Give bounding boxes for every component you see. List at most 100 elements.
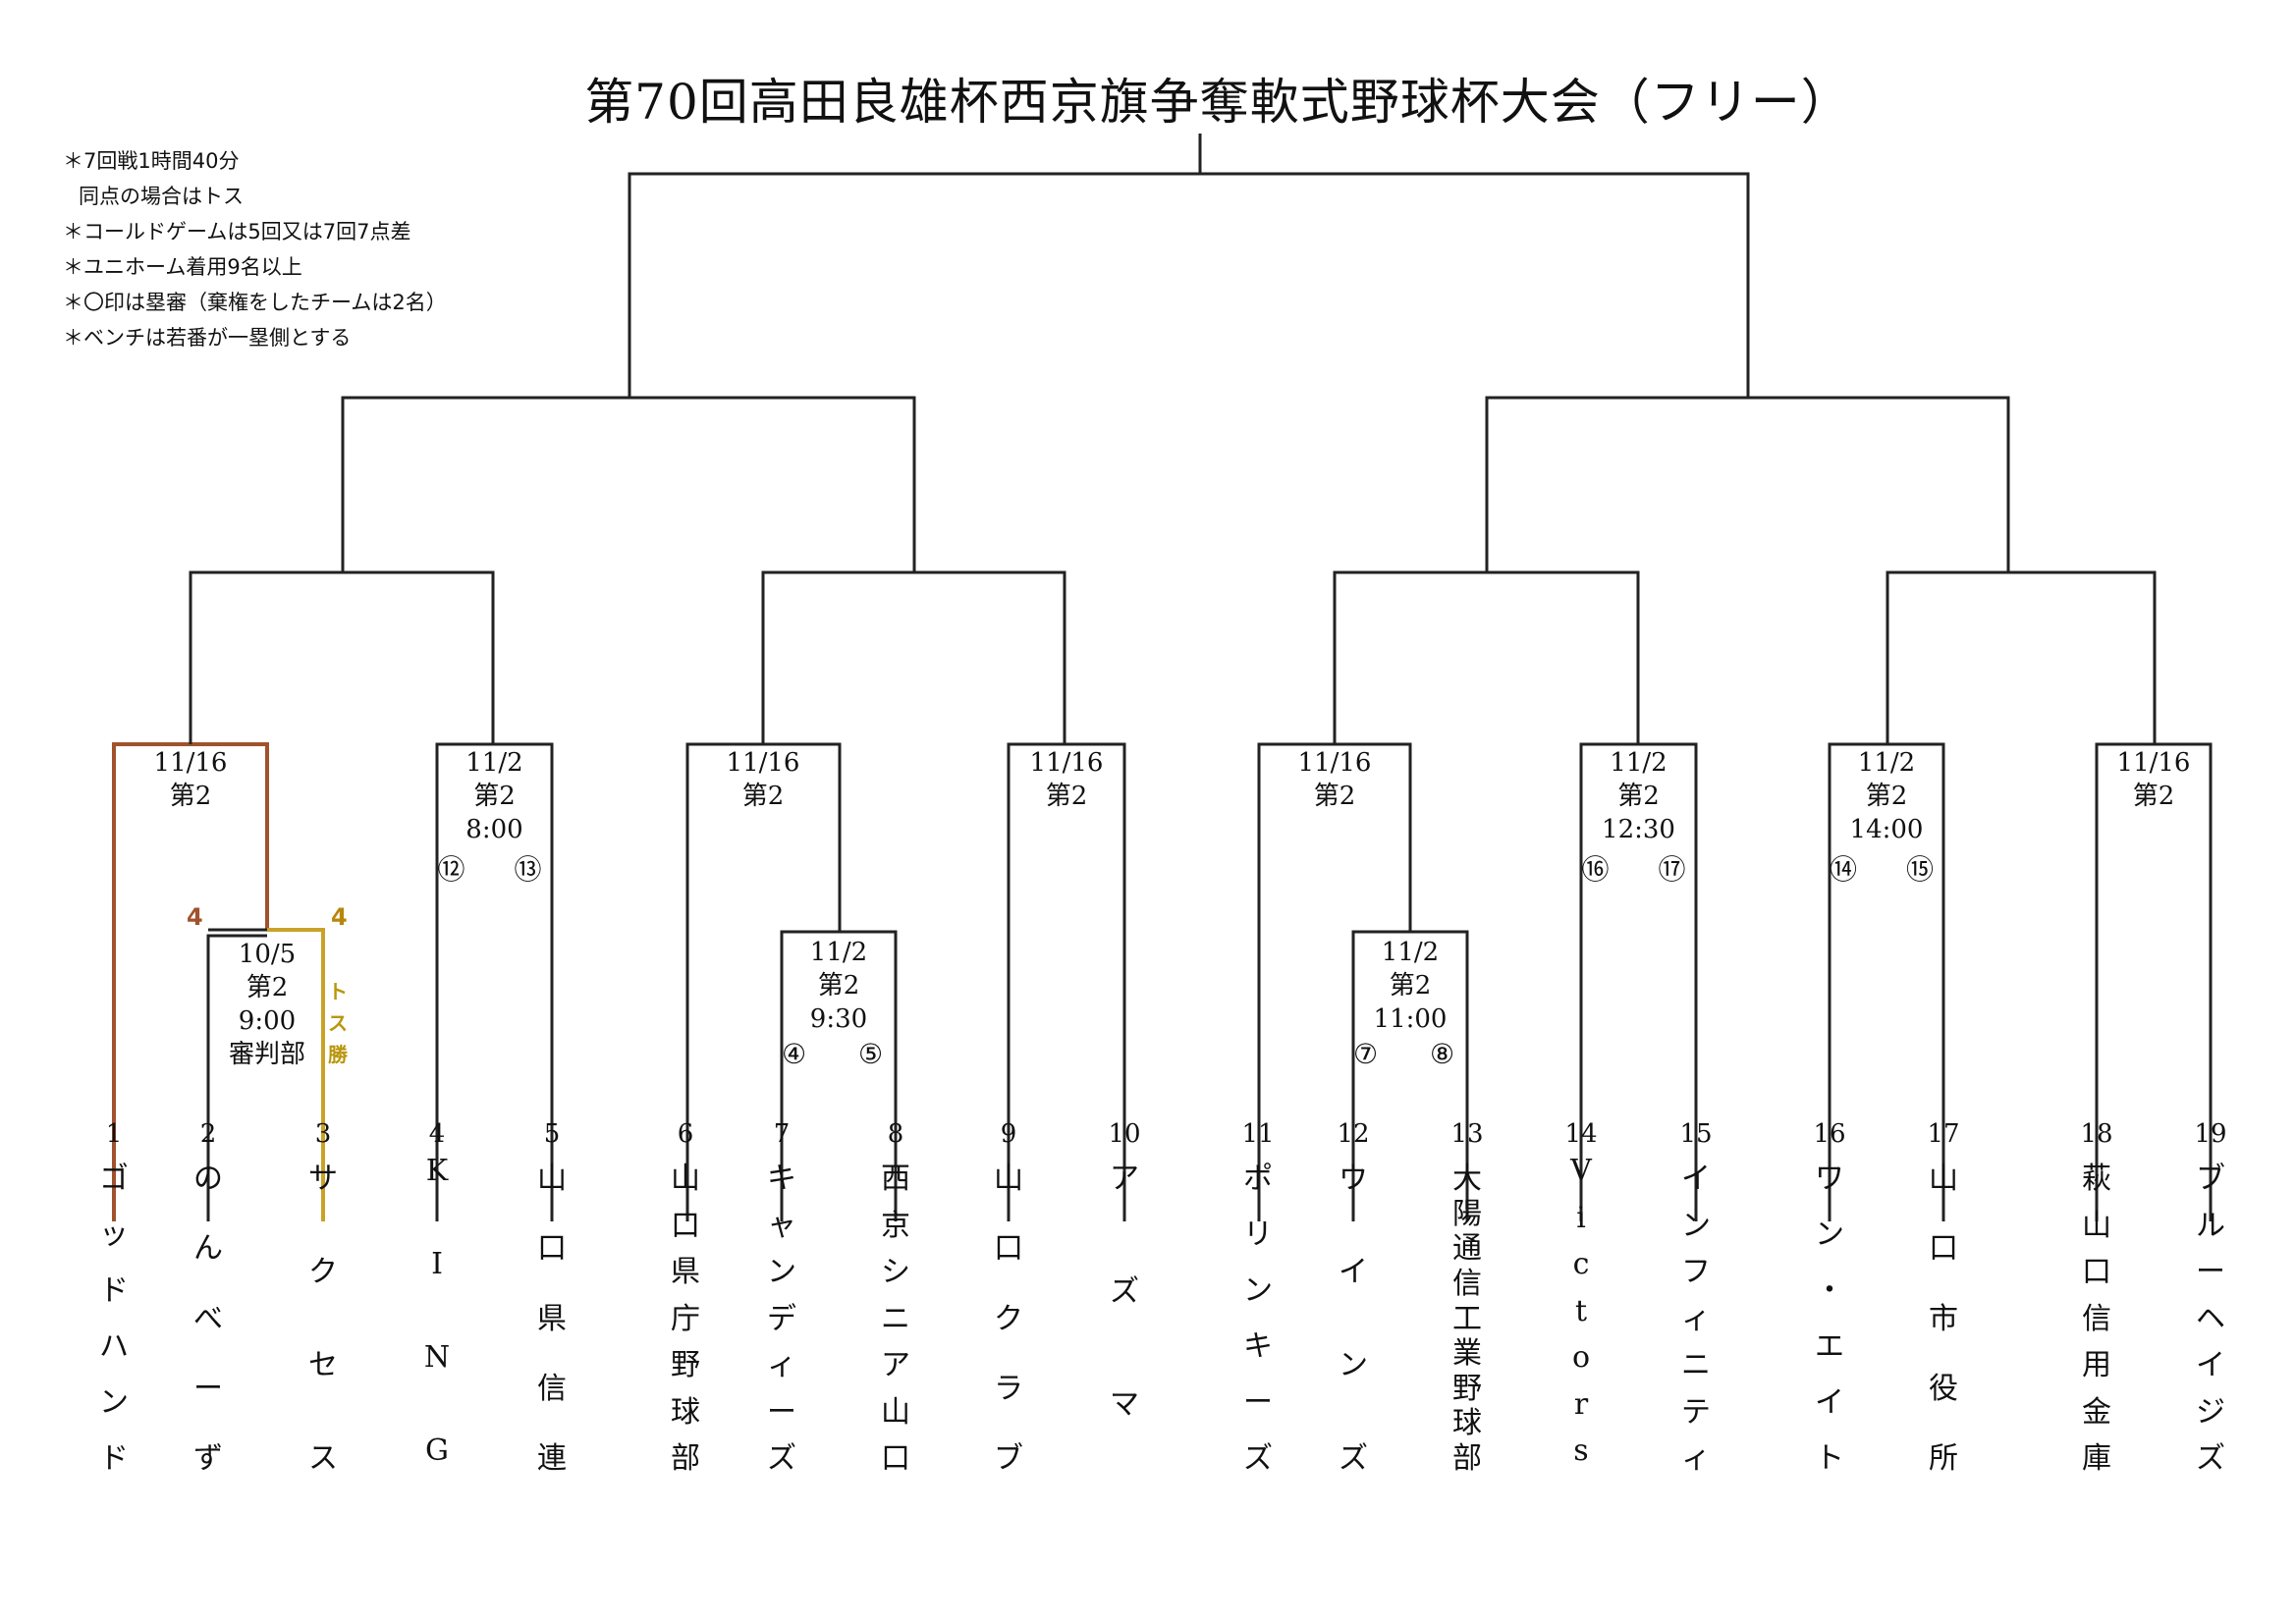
team-name-char: ズ [1110,1274,1139,1309]
team-name-char: ア [1110,1162,1139,1196]
team-number: 6 [677,1119,694,1149]
team-name-char: 連 [537,1441,567,1476]
match-info-line: 14:00 [1849,815,1924,844]
team-name-char: ズ [767,1441,796,1476]
match-info-line: 10/5 [238,940,297,969]
team-name-char: 庁 [671,1301,700,1336]
team-name-char: 庫 [2082,1441,2111,1476]
team-name-char: ー [2196,1255,2225,1289]
bracket-line [1007,742,1126,1221]
team-name-char: i [1576,1200,1586,1235]
team-name-char: N [423,1340,451,1375]
umpire-mark: ⑧ [1430,1038,1455,1070]
bracket-line [206,934,267,1221]
team-name-char: 役 [1929,1371,1958,1406]
team-name-char: サ [308,1162,338,1196]
rules-notes: ＊7回戦1時間40分 同点の場合はトス ＊コールドゲームは5回又は7回7点差 ＊… [63,143,447,355]
team-name-char: ク [308,1255,338,1289]
match-info-line: 第2 [1617,782,1660,811]
match-info-line: 11/2 [465,748,523,778]
match-info-line: 8:00 [465,815,523,844]
bracket-line [189,570,495,744]
team-number: 14 [1564,1119,1598,1149]
umpire-mark: ⑦ [1353,1038,1379,1070]
team-name-char: ン [767,1255,796,1289]
team-name-char: ド [99,1273,129,1308]
team-name-char: 野 [671,1348,700,1382]
team-name-char: マ [1110,1387,1139,1422]
match-info-line: 11/16 [2116,748,2191,778]
team-name-char: 山 [1929,1162,1958,1196]
team-number: 16 [1813,1119,1846,1149]
team-number: 3 [314,1119,332,1149]
team-name-char: ー [193,1371,223,1406]
team-name-char: ズ [1339,1441,1368,1476]
team-name-char: 野 [1452,1371,1482,1406]
team-number: 9 [1000,1119,1017,1149]
team-name-char: 口 [2082,1255,2111,1289]
match-info-line: 11/2 [1381,938,1440,967]
team-name-char: 大 [1452,1162,1482,1196]
team-name-char: シ [881,1255,910,1289]
match-info-line: 第2 [741,782,785,811]
team-name-char: ド [99,1441,129,1476]
team-number: 18 [2080,1119,2113,1149]
umpire-mark: ④ [782,1038,807,1070]
team-number: 17 [1927,1119,1960,1149]
team-name-char: 通 [1452,1231,1482,1267]
note-line: ＊7回戦1時間40分 [63,149,240,173]
team-name-char: r [1573,1386,1589,1422]
team-name-char: o [1571,1340,1591,1375]
team-name-char: ャ [767,1208,796,1243]
team-name-char: の [193,1162,223,1196]
team-name-char: 山 [537,1162,567,1196]
team-name-char: 口 [671,1208,700,1243]
bracket-line [1333,570,1640,744]
umpire-mark: ⑤ [858,1038,884,1070]
score: 4 [331,903,348,931]
team-name-char: ず [193,1441,223,1476]
team-name-char: ア [881,1348,910,1382]
team-name-char: ズ [2196,1441,2225,1476]
team-name-char: 山 [881,1394,910,1430]
winner-path-gold [267,928,325,1221]
match-info-line: 11/16 [726,748,800,778]
team-name-char: 京 [881,1208,910,1243]
match-info-line: 第2 [1313,782,1356,811]
team-name-char: 県 [671,1255,700,1289]
umpire-mark: ⑮ [1906,853,1935,886]
note-line: ＊コールドゲームは5回又は7回7点差 [63,220,411,243]
team-name-char: V [1570,1154,1592,1188]
team-name-char: ー [1243,1385,1273,1420]
team-name-char: セ [308,1348,338,1382]
team-name-char: 口 [1929,1231,1958,1267]
match-info-line: 第2 [1865,782,1908,811]
team-number: 1 [105,1119,123,1149]
team-name-char: ト [1815,1441,1844,1476]
page-title: 第70回高田良雄杯西京旗争奪軟式野球杯大会（フリー） [584,74,1851,131]
team-name-char: ニ [881,1301,910,1336]
team-name-char: ニ [1681,1348,1711,1382]
note-line: ＊ユニホーム着用9名以上 [63,255,302,279]
team-number: 2 [199,1119,217,1149]
team-name-char: ク [994,1301,1023,1336]
team-name-char: 県 [537,1301,567,1336]
team-name-char: t [1574,1293,1588,1328]
bracket-line [761,570,1066,744]
bracket-line [1886,570,2157,744]
match-info-line: 12:30 [1602,815,1675,844]
team-name-char: 口 [994,1231,1023,1267]
score: 4 [187,903,203,931]
team-name-char: 工 [1452,1301,1482,1336]
match-info-line: 第2 [169,782,212,811]
bracket-line [341,396,916,572]
match-info: 11/2 第2 14:00 [1798,746,1975,846]
team-name-char: エ [1815,1329,1844,1364]
match-info-line: 11/2 [1857,748,1916,778]
